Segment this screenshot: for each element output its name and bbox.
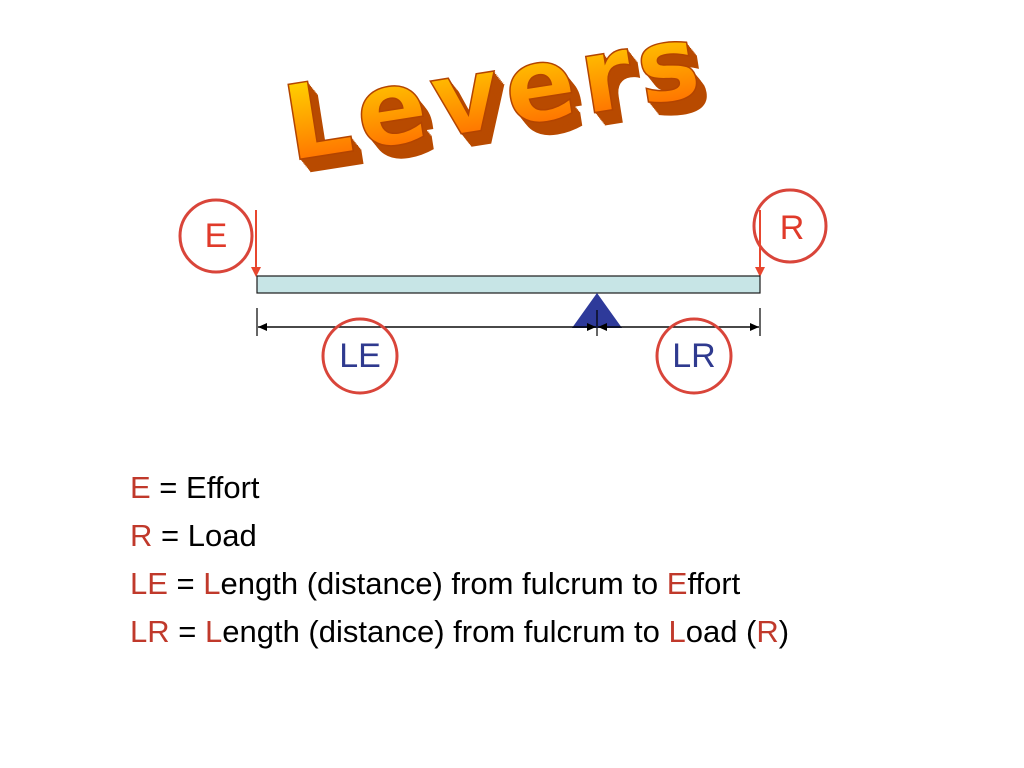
load-circle — [752, 188, 828, 264]
slide-title: LeversLeversLeversLeversLeversLeversLeve… — [275, 0, 724, 175]
legend-line-load-length: LR = Length (distance) from fulcrum to L… — [130, 608, 990, 656]
legend-line-load: R = Load — [130, 512, 990, 560]
title-text: Levers — [275, 0, 713, 175]
legend-part: ength (distance) from fulcrum to — [222, 614, 669, 649]
effort-circle — [178, 198, 254, 274]
legend-part: E — [666, 566, 688, 601]
legend-part: = Effort — [150, 470, 260, 505]
legend-part: ) — [778, 614, 790, 649]
legend-part: L — [668, 614, 686, 649]
legend-part: = — [169, 614, 205, 649]
legend-part: = — [167, 566, 204, 601]
legend-part: ffort — [687, 566, 741, 601]
legend-part: R — [130, 518, 153, 553]
legend-part: ength (distance) from fulcrum to — [220, 566, 667, 601]
legend-part: = Load — [152, 518, 257, 553]
legend-key: E = Effort R = Load LE = Length (distanc… — [130, 464, 990, 656]
legend-part: R — [756, 614, 779, 649]
legend-part: L — [203, 566, 221, 601]
load-length-circle — [655, 317, 733, 395]
legend-part: LE — [130, 566, 168, 601]
effort-length-circle — [321, 317, 399, 395]
load-label: R — [780, 209, 805, 247]
load-length-label: LR — [672, 337, 715, 375]
legend-part: E — [130, 470, 151, 505]
lever-diagram: E R LE LR — [178, 188, 828, 395]
legend-part: oad ( — [685, 614, 757, 649]
lever-beam — [256, 275, 761, 294]
title-extrusion: LeversLeversLeversLeversLeversLeversLeve… — [277, 0, 724, 175]
effort-length-label: LE — [339, 337, 381, 375]
effort-label: E — [205, 217, 228, 255]
legend-part: L — [204, 614, 223, 649]
legend-part: LR — [130, 614, 170, 649]
legend-line-effort-length: LE = Length (distance) from fulcrum to E… — [130, 560, 990, 608]
legend-line-effort: E = Effort — [130, 464, 990, 512]
